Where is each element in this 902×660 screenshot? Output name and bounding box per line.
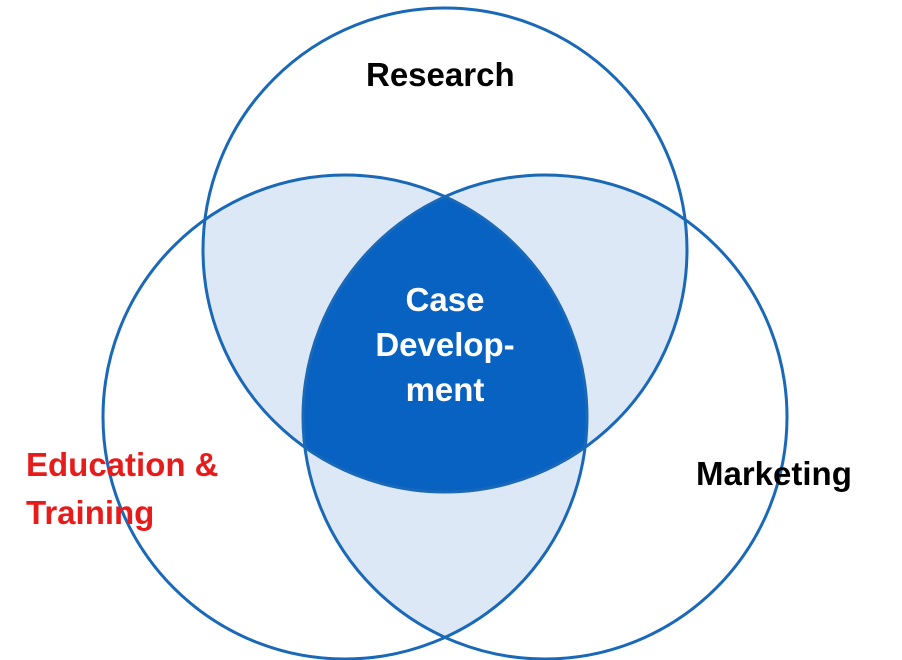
education-training-label: Education & Training [26, 441, 219, 537]
education-label-line2: Training [26, 494, 155, 531]
center-label-line3: ment [405, 371, 485, 408]
circle-education [101, 173, 589, 660]
overlap-center [303, 175, 587, 492]
case-development-label: Case Develop- ment [345, 277, 545, 412]
circle-research [201, 6, 689, 494]
center-label-line1: Case [405, 281, 485, 318]
research-label: Research [366, 56, 515, 93]
circle-marketing [301, 173, 789, 660]
marketing-label: Marketing [696, 455, 852, 492]
education-label-line1: Education & [26, 446, 219, 483]
center-label-line2: Develop- [375, 326, 515, 363]
